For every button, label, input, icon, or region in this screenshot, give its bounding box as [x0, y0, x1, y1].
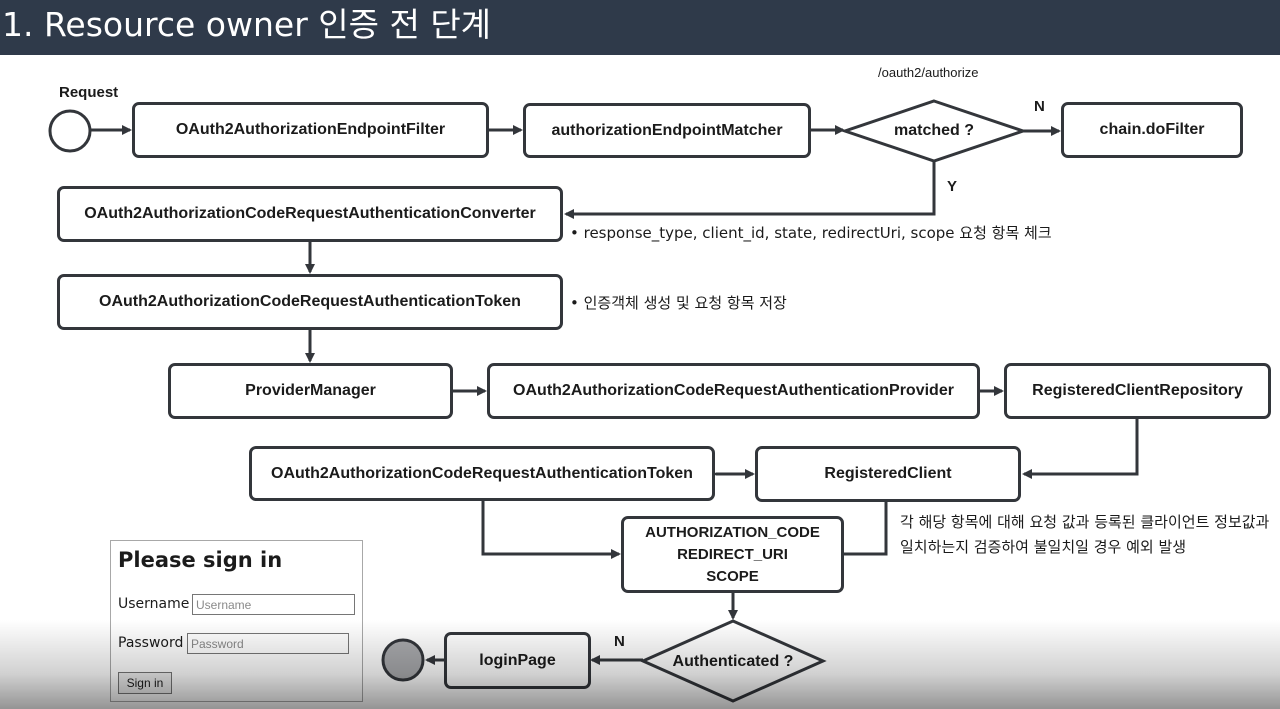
login-heading: Please sign in: [118, 548, 283, 572]
converter-note: • response_type, client_id, state, redir…: [570, 224, 1052, 242]
provider-manager-node: ProviderManager: [168, 363, 453, 419]
endpoint-matcher-node: authorizationEndpointMatcher: [523, 103, 811, 158]
request-label: Request: [59, 84, 119, 101]
token-node-2: OAuth2AuthorizationCodeRequestAuthentica…: [249, 446, 715, 501]
login-form-panel: Please sign in Username Password Sign in: [110, 540, 363, 702]
no-label-1: N: [1034, 98, 1045, 115]
start-circle: [48, 109, 92, 153]
matched-label: matched ?: [893, 122, 974, 139]
endpoint-filter-node: OAuth2AuthorizationEndpointFilter: [132, 102, 489, 158]
check-item-redirect-uri: REDIRECT_URI: [677, 545, 788, 563]
login-page-node: loginPage: [444, 632, 591, 689]
converter-node: OAuth2AuthorizationCodeRequestAuthentica…: [57, 186, 563, 242]
check-item-scope: SCOPE: [706, 567, 759, 585]
slide-title-bar: 1. Resource owner 인증 전 단계: [0, 0, 1280, 55]
validate-note: 각 해당 항목에 대해 요청 값과 등록된 클라이언트 정보값과 일치하는지 검…: [900, 513, 1270, 556]
endpoint-path-label: /oauth2/authorize: [878, 65, 979, 80]
client-repo-node: RegisteredClientRepository: [1004, 363, 1271, 419]
no-label-2: N: [614, 633, 625, 650]
do-filter-node: chain.doFilter: [1061, 102, 1243, 158]
authenticated-diamond: [639, 619, 827, 703]
arrow-repo-to-client: [1022, 419, 1139, 479]
username-label: Username: [118, 596, 190, 612]
check-items-node: AUTHORIZATION_CODE REDIRECT_URI SCOPE: [621, 516, 844, 593]
end-circle: [381, 638, 425, 682]
password-input[interactable]: [187, 633, 349, 654]
provider-node: OAuth2AuthorizationCodeRequestAuthentica…: [487, 363, 980, 419]
arrow-matched-yes: [564, 161, 936, 219]
sign-in-button[interactable]: Sign in: [118, 672, 172, 694]
username-input[interactable]: [192, 594, 355, 615]
authenticated-label: Authenticated ?: [672, 653, 794, 670]
registered-client-node: RegisteredClient: [755, 446, 1021, 502]
slide-title: 1. Resource owner 인증 전 단계: [2, 5, 492, 44]
token-note: • 인증객체 생성 및 요청 항목 저장: [570, 294, 787, 312]
password-label: Password: [118, 635, 184, 651]
token-node-1: OAuth2AuthorizationCodeRequestAuthentica…: [57, 274, 563, 330]
check-item-authorization-code: AUTHORIZATION_CODE: [645, 523, 820, 541]
arrow-token-to-check: [481, 500, 621, 559]
yes-label-1: Y: [947, 178, 958, 195]
flow-connectors: [48, 99, 1139, 703]
